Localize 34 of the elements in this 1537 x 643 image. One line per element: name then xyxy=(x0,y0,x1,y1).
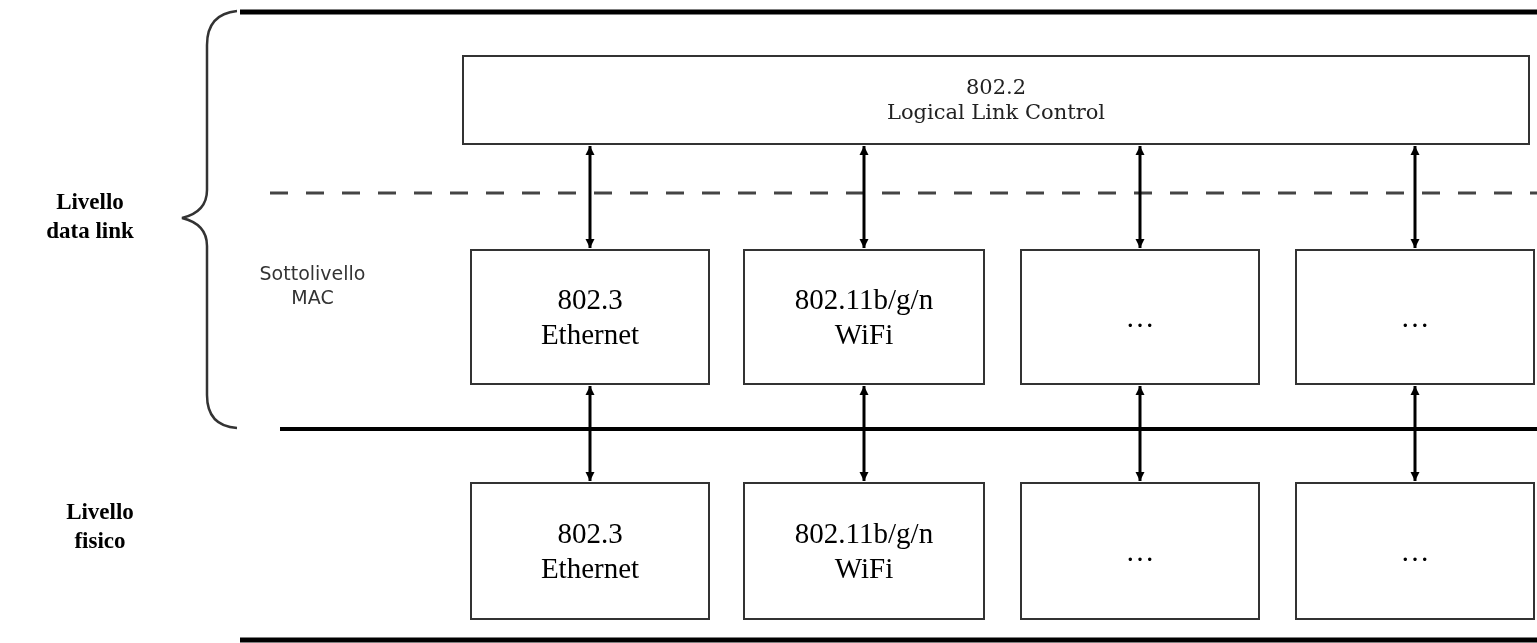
box-label: Logical Link Control xyxy=(886,100,1106,126)
double-arrow xyxy=(1410,386,1420,481)
double-arrow xyxy=(859,386,869,481)
box-label: … xyxy=(1125,299,1155,335)
box-label: Ethernet xyxy=(540,551,640,586)
protocol-box xyxy=(470,482,710,620)
protocol-box xyxy=(1295,482,1535,620)
box-label: WiFi xyxy=(834,551,894,586)
double-arrow xyxy=(1135,146,1145,248)
sublayer-label: Sottolivello MAC xyxy=(258,262,367,310)
protocol-box xyxy=(743,482,985,620)
protocol-box xyxy=(470,249,710,385)
box-label: … xyxy=(1125,533,1155,569)
double-arrow xyxy=(1410,146,1420,248)
protocol-box xyxy=(1020,482,1260,620)
box-label: WiFi xyxy=(834,317,894,352)
sublayer-box xyxy=(462,55,1530,145)
box-label: 802.11b/g/n xyxy=(794,516,934,551)
protocol-box xyxy=(1020,249,1260,385)
double-arrow xyxy=(1135,386,1145,481)
box-label: 802.3 xyxy=(557,516,623,551)
box-label: … xyxy=(1400,533,1430,569)
box-label: … xyxy=(1400,299,1430,335)
box-label: 802.11b/g/n xyxy=(794,282,934,317)
layer-label: Livello fisico xyxy=(65,498,135,555)
box-label: Ethernet xyxy=(540,317,640,352)
protocol-box xyxy=(1295,249,1535,385)
layer-label: Livello data link xyxy=(45,188,135,245)
double-arrow xyxy=(859,146,869,248)
box-label: 802.3 xyxy=(557,282,623,317)
double-arrow xyxy=(585,386,595,481)
double-arrow xyxy=(585,146,595,248)
protocol-box xyxy=(743,249,985,385)
box-label: 802.2 xyxy=(965,74,1027,100)
